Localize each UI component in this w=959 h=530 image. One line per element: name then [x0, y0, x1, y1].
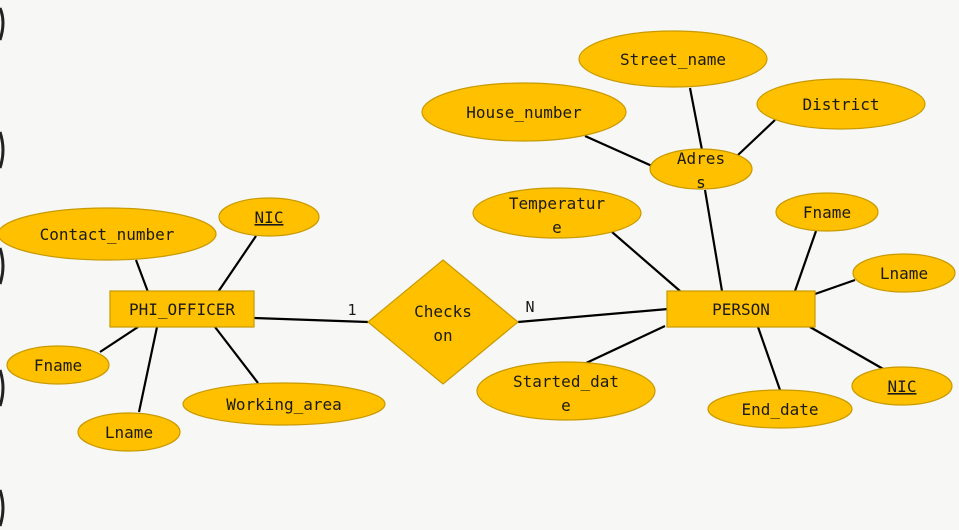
cardinality-left: 1	[347, 301, 356, 319]
line-phi-contact	[134, 259, 150, 293]
line-person-end	[756, 326, 782, 391]
left-edge-marks	[0, 7, 5, 527]
cardinality-right: N	[525, 298, 534, 316]
attribute-person-nic: NIC	[851, 366, 953, 406]
line-adres-house	[584, 134, 653, 168]
svg-text:Adres: Adres	[677, 149, 725, 168]
attribute-contact-number: Contact_number	[0, 207, 217, 261]
svg-text:Checks: Checks	[414, 302, 472, 321]
svg-text:Lname: Lname	[880, 264, 928, 283]
svg-text:NIC: NIC	[888, 377, 917, 396]
svg-text:PERSON: PERSON	[712, 300, 770, 319]
attribute-phi-fname: Fname	[6, 345, 110, 385]
svg-text:Started_dat: Started_dat	[513, 372, 619, 391]
line-phi-fname	[99, 326, 139, 353]
svg-text:e: e	[552, 218, 562, 237]
svg-text:District: District	[802, 95, 879, 114]
attribute-phi-lname: Lname	[77, 412, 181, 452]
relationship-checks-on: Checks on	[367, 259, 519, 385]
line-phi-checks	[253, 316, 369, 324]
svg-text:Street_name: Street_name	[620, 50, 726, 69]
entity-phi-officer: PHI_OFFICER	[109, 290, 255, 328]
line-person-nic	[809, 326, 886, 371]
svg-text:Lname: Lname	[105, 423, 153, 442]
attribute-end-date: End_date	[707, 389, 853, 429]
svg-text:House_number: House_number	[466, 103, 582, 122]
line-person-adres	[703, 189, 724, 292]
svg-text:Fname: Fname	[803, 203, 851, 222]
attribute-house-number: House_number	[421, 82, 627, 142]
attribute-working-area: Working_area	[182, 382, 386, 426]
attribute-adress: Adres s	[649, 148, 753, 192]
line-adres-street	[688, 87, 704, 151]
svg-text:PHI_OFFICER: PHI_OFFICER	[129, 300, 235, 319]
attribute-phi-nic: NIC	[218, 197, 320, 237]
attribute-person-lname: Lname	[852, 253, 956, 293]
svg-text:e: e	[561, 396, 571, 415]
attribute-street-name: Street_name	[578, 30, 768, 88]
svg-text:End_date: End_date	[741, 400, 818, 419]
line-person-lname	[814, 278, 856, 296]
svg-text:on: on	[433, 326, 452, 345]
line-phi-lname	[137, 326, 159, 413]
attribute-person-fname: Fname	[775, 192, 879, 232]
line-adres-district	[737, 119, 776, 156]
svg-text:Temperatur: Temperatur	[509, 194, 606, 213]
attribute-district: District	[756, 78, 926, 130]
attribute-started-date: Started_dat e	[476, 361, 656, 421]
svg-text:s: s	[696, 173, 706, 192]
line-person-started	[583, 325, 666, 365]
svg-text:Working_area: Working_area	[226, 395, 342, 414]
line-person-temp	[611, 231, 681, 292]
svg-text:NIC: NIC	[255, 208, 284, 227]
line-checks-person	[517, 307, 669, 324]
svg-text:Fname: Fname	[34, 356, 82, 375]
line-phi-nic	[217, 235, 257, 293]
svg-text:Contact_number: Contact_number	[40, 225, 175, 244]
line-phi-working	[214, 326, 259, 384]
attribute-temperature: Temperatur e	[472, 187, 642, 239]
line-person-fname	[793, 230, 818, 292]
entity-person: PERSON	[666, 290, 816, 328]
connector-lines	[99, 87, 886, 413]
